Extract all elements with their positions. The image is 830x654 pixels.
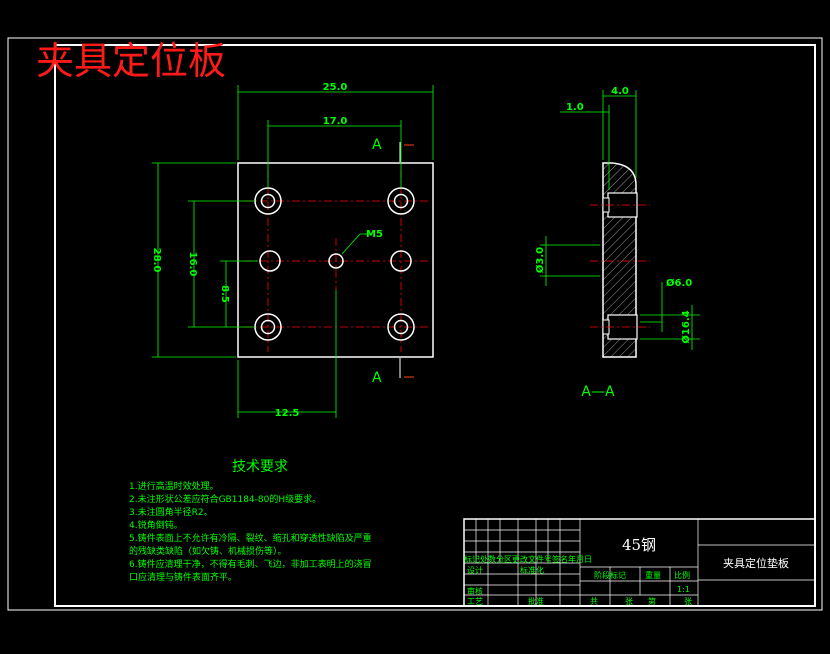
tb-standard: 标准化 <box>520 565 544 575</box>
tech-item-8: 口应清理与铸件表面齐平。 <box>129 571 237 583</box>
dim-step: 1.0 <box>566 102 584 113</box>
tech-item-1: 1.进行高温时效处理。 <box>129 480 219 492</box>
dim-half-vspacing: 8.5 <box>219 285 230 303</box>
dim-thread: M5 <box>366 229 383 240</box>
tb-design: 设计 <box>467 565 483 575</box>
tb-sheet: 张 <box>625 597 633 606</box>
side-view: 4.0 1.0 Ø3.0 Ø6.0 Ø16.4 A—A <box>534 86 700 400</box>
dim-width: 25.0 <box>323 82 348 93</box>
tb-material: 45钢 <box>622 536 656 554</box>
dim-center-offset: 12.5 <box>275 408 300 419</box>
dim-height: 28.0 <box>151 248 162 273</box>
tech-item-7: 6.铸件应清理干净，不得有毛刺、飞边，非加工表明上的浇冒 <box>129 558 372 570</box>
tb-process: 工艺 <box>467 597 483 606</box>
tb-ratio: 比例 <box>674 570 690 580</box>
dim-hole-spacing: 17.0 <box>323 116 348 127</box>
section-label: A—A <box>581 384 615 400</box>
tb-header-row: 标记处数分区更改文件号签名年月日 <box>464 554 592 564</box>
tb-total: 共 <box>590 597 598 606</box>
tb-page: 第 <box>648 596 656 606</box>
tb-scale: 1:1 <box>677 585 690 594</box>
inner-border <box>54 44 816 607</box>
dim-hole-vspacing: 16.0 <box>187 252 198 277</box>
side-dimension-lines <box>540 90 700 350</box>
outer-border <box>7 37 823 611</box>
tech-item-2: 2.未注形状公差应符合GB1184-80的H级要求。 <box>129 493 321 505</box>
tb-weight: 重量 <box>645 570 661 580</box>
drawing-title: 夹具定位板 <box>36 39 226 83</box>
dim-dia3: Ø16.4 <box>680 310 692 343</box>
plate-outline <box>237 162 434 358</box>
tech-title: 技术要求 <box>232 459 288 475</box>
dim-dia2: Ø6.0 <box>666 277 692 289</box>
tech-item-3: 3.未注圆角半径R2。 <box>129 506 213 518</box>
tech-requirements: 技术要求 1.进行高温时效处理。 2.未注形状公差应符合GB1184-80的H级… <box>129 459 372 583</box>
counterbore-holes <box>254 187 415 341</box>
title-block-grid <box>464 519 815 606</box>
title-block: 标记处数分区更改文件号签名年月日 设计 标准化 审核 工艺 批准 阶段标记 重量… <box>463 518 816 607</box>
tb-page-of: 张 <box>684 597 692 606</box>
tb-review: 审核 <box>467 586 483 596</box>
front-dimension-lines <box>152 85 434 418</box>
tb-stage: 阶段标记 <box>594 570 626 580</box>
tb-approve: 批准 <box>528 596 544 606</box>
tech-item-5: 5.铸件表面上不允许有冷隔、裂纹、缩孔和穿透性缺陷及严重 <box>129 532 372 544</box>
tech-item-6: 的残缺类缺陷（如欠铸、机械损伤等）。 <box>129 545 287 557</box>
tb-part-name: 夹具定位垫板 <box>723 556 789 570</box>
section-mark-bottom: A <box>372 370 382 386</box>
section-mark-top: A <box>372 137 382 153</box>
front-view: 25.0 17.0 28.0 16.0 8.5 12.5 M5 A A <box>151 82 434 419</box>
dim-thickness: 4.0 <box>611 86 629 97</box>
side-center-lines <box>590 204 650 328</box>
dim-dia1: Ø3.0 <box>534 247 546 273</box>
section-cut-ticks <box>404 144 414 378</box>
tech-item-4: 4.锐角倒钝。 <box>129 519 183 531</box>
